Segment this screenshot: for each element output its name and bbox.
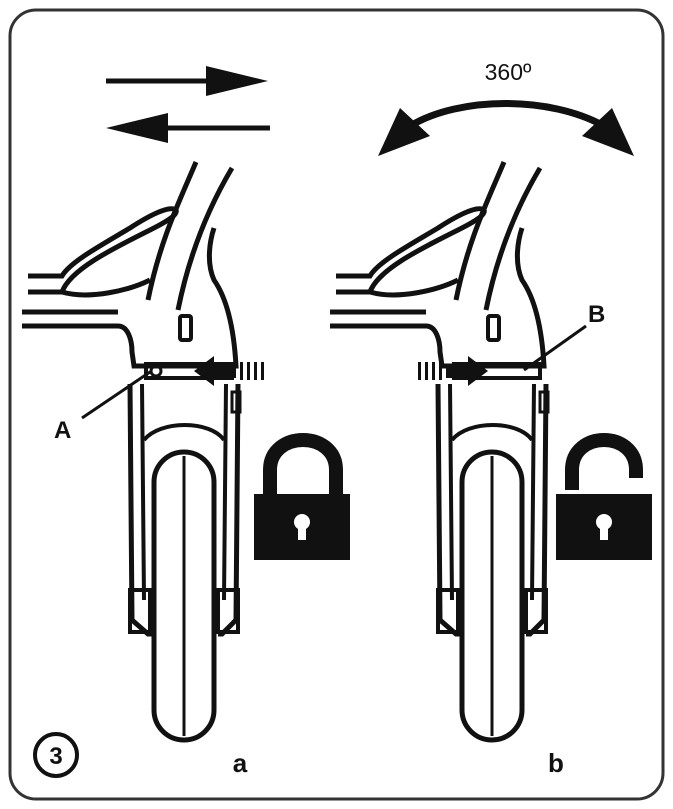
part-label-b: B [588,301,605,328]
callout-line-b [523,324,587,372]
curved-rotation-arrow-icon [378,100,634,156]
panel-a: A a [22,66,350,778]
padlock-open-icon [556,433,652,560]
push-arrow-icon [418,356,488,386]
step-badge: 3 [33,732,79,778]
caption-a: a [233,748,248,778]
double-arrow-left-right-icon [106,66,270,143]
panel-b: 360º B b [330,59,652,778]
caption-b: b [548,748,564,778]
step-number: 3 [49,743,62,770]
padlock-closed-icon [254,433,350,560]
part-label-a: A [54,417,71,444]
callout-line-a [81,370,151,420]
push-arrow-icon [194,356,264,386]
rotation-text: 360º [485,59,532,85]
